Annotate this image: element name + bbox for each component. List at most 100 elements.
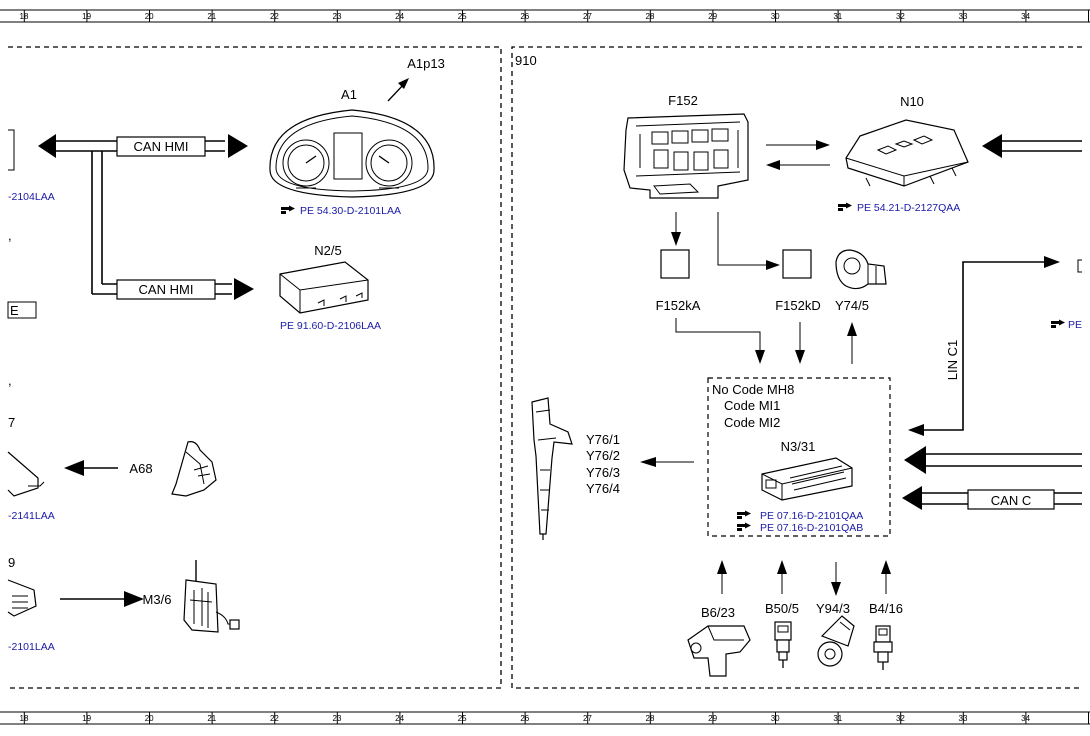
rtop-number: 34 <box>1021 12 1030 21</box>
y76-3-label: Y76/3 <box>586 465 620 480</box>
b50-5-label: B50/5 <box>765 601 799 616</box>
code-3-label: Code MI2 <box>724 415 780 430</box>
code-2-label: Code MI1 <box>724 398 780 413</box>
fuse-box-f152: F152 <box>623 93 749 199</box>
rbot-number: 33 <box>959 714 968 723</box>
ref-edge-2: -2141LAA <box>8 510 55 522</box>
rtop-number: 20 <box>145 12 154 21</box>
m3-6-label: M3/6 <box>143 592 172 607</box>
sensor-b4-16 <box>873 625 893 670</box>
bus-into-ecu: CAN C <box>902 446 1082 510</box>
y76-4-label: Y76/4 <box>586 481 620 496</box>
bus-into-n10 <box>982 134 1082 158</box>
ref-edge-1: -2104LAA <box>8 191 55 203</box>
f152-n10-link <box>766 140 830 170</box>
can-hmi-label-1: CAN HMI <box>134 139 189 154</box>
ref-a1: PE 54.30-D-2101LAA <box>300 205 401 217</box>
rbot-number: 30 <box>771 714 780 723</box>
rbot-number: 25 <box>458 714 467 723</box>
rbot-number: 20 <box>145 714 154 723</box>
edge-box-e <box>7 301 37 319</box>
instrument-cluster-a1: A1 A1p13 PE 54.30-D-2101LAA <box>269 56 445 217</box>
edge-component-2 <box>7 451 39 497</box>
module-n10: N10 PE 54.21-D-2127QAA <box>838 94 969 214</box>
f152ka-label: F152kA <box>656 298 701 313</box>
ref-edge-3: -2101LAA <box>8 641 55 653</box>
rbot-number: 23 <box>333 714 342 723</box>
valve-y74-5 <box>835 249 887 290</box>
y76-2-label: Y76/2 <box>586 448 620 463</box>
injector-y76 <box>531 397 573 540</box>
pedal-a68: A68 <box>64 441 217 497</box>
edge-7-label: 7 <box>8 415 15 430</box>
y94-3-label: Y94/3 <box>816 601 850 616</box>
rbot-number: 29 <box>708 714 717 723</box>
rtop-number: 24 <box>395 12 404 21</box>
edge-box-e-label: E <box>10 303 19 318</box>
ref-n3-31-b: PE 07.16-D-2101QAB <box>760 522 863 534</box>
f152-label: F152 <box>668 93 698 108</box>
b6-23-label: B6/23 <box>701 605 735 620</box>
edge-component-1 <box>8 129 15 171</box>
n10-label: N10 <box>900 94 924 109</box>
rbot-number: 22 <box>270 714 279 723</box>
rtop-number: 27 <box>583 12 592 21</box>
y74-5-label: Y74/5 <box>835 298 869 313</box>
ref-edge-right: PE <box>1068 319 1082 331</box>
rtop-number: 25 <box>458 12 467 21</box>
module-n2-5: N2/5 PE 91.60-D-2106LAA <box>279 243 381 332</box>
rtop-number: 31 <box>833 12 842 21</box>
n2-5-label: N2/5 <box>314 243 341 258</box>
sensor-b50-5 <box>774 621 792 668</box>
left-panel: CAN HMI CAN HMI -2104LAA , A1 A1p13 PE 5… <box>7 56 445 653</box>
can-hmi-label-2: CAN HMI <box>139 282 194 297</box>
relay-wiring <box>660 212 812 279</box>
rtop-number: 33 <box>959 12 968 21</box>
rtop-number: 19 <box>82 12 91 21</box>
y76-1-label: Y76/1 <box>586 432 620 447</box>
can-c-label: CAN C <box>991 493 1031 508</box>
a1p13-label: A1p13 <box>407 56 445 71</box>
right-panel: 910 F152 N10 <box>515 53 1082 677</box>
b4-16-label: B4/16 <box>869 601 903 616</box>
valve-y94-3 <box>817 615 855 667</box>
relays-to-ecu <box>675 318 857 364</box>
rbot-number: 32 <box>896 714 905 723</box>
code-1-label: No Code MH8 <box>712 382 794 397</box>
pump-m3-6: M3/6 <box>60 560 240 633</box>
rtop-number: 18 <box>20 12 29 21</box>
ecu-n3-31 <box>761 457 853 501</box>
f152kd-label: F152kD <box>775 298 821 313</box>
can-hmi-bus: CAN HMI CAN HMI <box>38 134 254 300</box>
group-910-label: 910 <box>515 53 537 68</box>
lin-c1-label: LIN C1 <box>945 340 960 380</box>
rtop-number: 26 <box>520 12 529 21</box>
rtop-number: 28 <box>646 12 655 21</box>
lin-c1-bus: LIN C1 PE <box>908 256 1082 436</box>
ref-n3-31-a: PE 07.16-D-2101QAA <box>760 510 863 522</box>
rtop-number: 22 <box>270 12 279 21</box>
a1-label: A1 <box>341 87 357 102</box>
ref-n2-5: PE 91.60-D-2106LAA <box>280 320 381 332</box>
rbot-number: 24 <box>395 714 404 723</box>
svg-text:,: , <box>8 228 12 243</box>
rtop-number: 21 <box>207 12 216 21</box>
rbot-number: 21 <box>207 714 216 723</box>
svg-text:,: , <box>8 373 12 388</box>
ecu-code-group <box>707 377 891 537</box>
rbot-number: 18 <box>20 714 29 723</box>
edge-9-label: 9 <box>8 555 15 570</box>
rbot-number: 31 <box>833 714 842 723</box>
rtop-number: 29 <box>708 12 717 21</box>
panel-frames <box>8 46 1082 689</box>
rbot-number: 34 <box>1021 714 1030 723</box>
rtop-number: 32 <box>896 12 905 21</box>
rtop-number: 23 <box>333 12 342 21</box>
sensor-arrows <box>717 560 891 596</box>
rbot-number: 19 <box>82 714 91 723</box>
ref-n10: PE 54.21-D-2127QAA <box>857 202 960 214</box>
rbot-number: 28 <box>646 714 655 723</box>
sensor-b6-23 <box>687 625 751 677</box>
